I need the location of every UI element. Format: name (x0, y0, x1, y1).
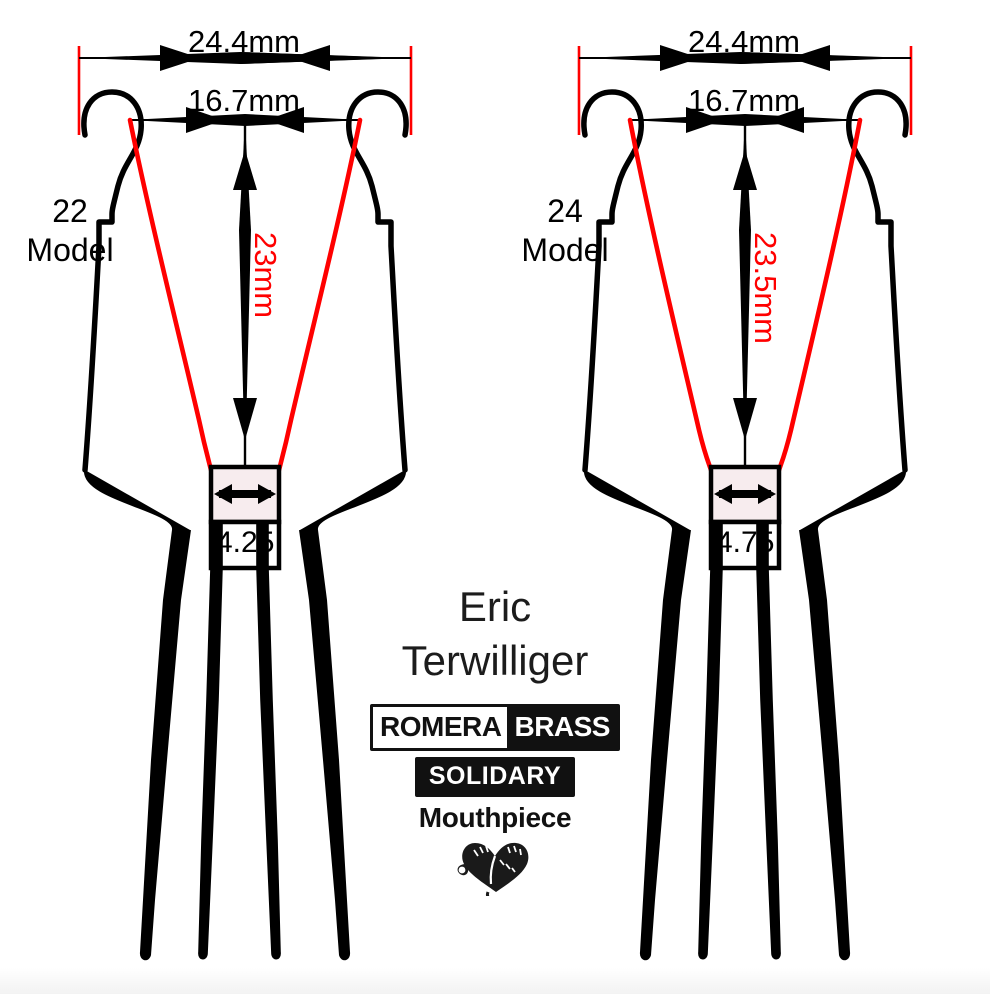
dimension-arrow-outer-right (579, 45, 911, 71)
maker-name-line1: Eric (458, 583, 532, 630)
shank-wall-left-outer (83, 469, 191, 961)
rim-outline-left-inner (346, 89, 409, 473)
dimension-arrow-inner-right (628, 107, 862, 133)
inner-diameter-label-right: 16.7mm (688, 83, 800, 118)
inner-diameter-label-left: 16.7mm (188, 83, 300, 118)
model-word-left: Model (26, 232, 114, 269)
cup-profile-left-redline-right (276, 117, 363, 473)
cup-profile-left-redline-left (127, 117, 214, 473)
rim-outline-right-inner (846, 89, 909, 473)
mouthpiece-right (577, 45, 913, 961)
cup-profile-right-redline-left (627, 117, 714, 473)
rim-outline-right-outer (581, 89, 644, 473)
cup-profile-right-redline-right (776, 117, 863, 473)
shank-wall-left-inner-right (256, 521, 281, 960)
dimension-arrow-outer-left (79, 45, 411, 71)
brand-tagline: SOLIDARY (414, 756, 576, 797)
model-number-left: 22 (52, 193, 88, 229)
brand-name-part2: BRASS (507, 706, 617, 748)
throat-arrow-left (214, 484, 276, 504)
outer-diameter-label-right: 24.4mm (688, 24, 800, 59)
shank-wall-right-inner-right (756, 521, 781, 960)
dimension-arrow-inner-left (128, 107, 362, 133)
rim-outline-left-outer (81, 89, 144, 473)
shank-wall-right-inner-left (698, 521, 723, 960)
throat-size-label-left: 4.25 (216, 526, 275, 559)
throat-arrow-right (714, 484, 776, 504)
dimension-arrow-depth-left (233, 122, 257, 470)
heart-doodle-icon (457, 842, 529, 896)
credit-block: Eric Terwilliger ROMERA BRASS SOLIDARY M… (330, 580, 660, 896)
brand-name-part1: ROMERA (373, 706, 508, 748)
model-word-right: Model (521, 232, 609, 269)
shank-wall-left-inner-left (198, 521, 223, 960)
brand-logo: ROMERA BRASS SOLIDARY Mouthpiece (330, 703, 660, 896)
throat-size-label-right: 4.75 (716, 526, 775, 559)
maker-name-line2: Terwilliger (401, 636, 589, 684)
cup-depth-label-left: 23mm (248, 232, 283, 319)
model-number-right: 24 (547, 193, 583, 229)
brand-name-row: ROMERA BRASS (370, 703, 620, 751)
shank-wall-right-outer (583, 469, 691, 961)
cup-depth-label-right: 23.5mm (748, 232, 783, 344)
model-label-right: 24 Model (505, 192, 625, 270)
shank-wall-right-outer-right (799, 469, 907, 961)
dimension-arrow-depth-right (733, 122, 757, 470)
shank-wall-left-outer-right (299, 469, 407, 961)
outer-diameter-label-left: 24.4mm (188, 24, 300, 59)
model-label-left: 22 Model (10, 192, 130, 270)
brand-product: Mouthpiece (418, 801, 572, 833)
mouthpiece-left (77, 45, 413, 961)
